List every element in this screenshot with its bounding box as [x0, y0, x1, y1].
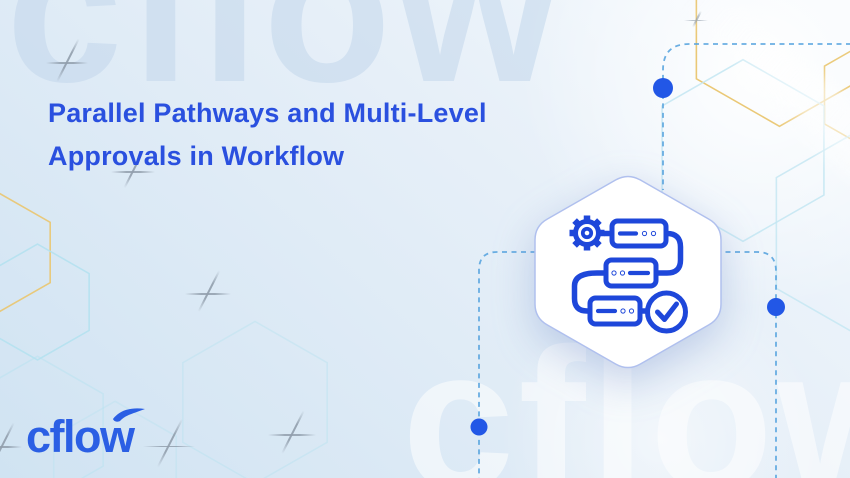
- cflow-logo: cflow: [26, 408, 145, 459]
- hexagon-outline: [0, 190, 53, 315]
- workflow-process-icon: [569, 215, 688, 334]
- process-step-1: [609, 218, 669, 249]
- connector-dot: [653, 78, 673, 98]
- process-step-3: [587, 295, 643, 327]
- connector-dot: [767, 298, 785, 316]
- title-line-1: Parallel Pathways and Multi-Level: [48, 98, 487, 128]
- connector-line-right: [716, 251, 777, 478]
- hexagon-outline: [0, 355, 120, 478]
- check-circle-icon: [645, 290, 688, 334]
- logo-wing-icon: [113, 408, 145, 422]
- connector-line-top: [662, 43, 850, 190]
- connector-line-left: [478, 251, 545, 478]
- hexagon-outline: [165, 320, 345, 478]
- title-line-2: Approvals in Workflow: [48, 141, 345, 171]
- hexagon-outline: [0, 243, 105, 361]
- process-step-2: [603, 257, 659, 289]
- gear-icon: [569, 215, 605, 251]
- page-title: Parallel Pathways and Multi-Level Approv…: [48, 92, 487, 178]
- connector-dot: [470, 418, 488, 436]
